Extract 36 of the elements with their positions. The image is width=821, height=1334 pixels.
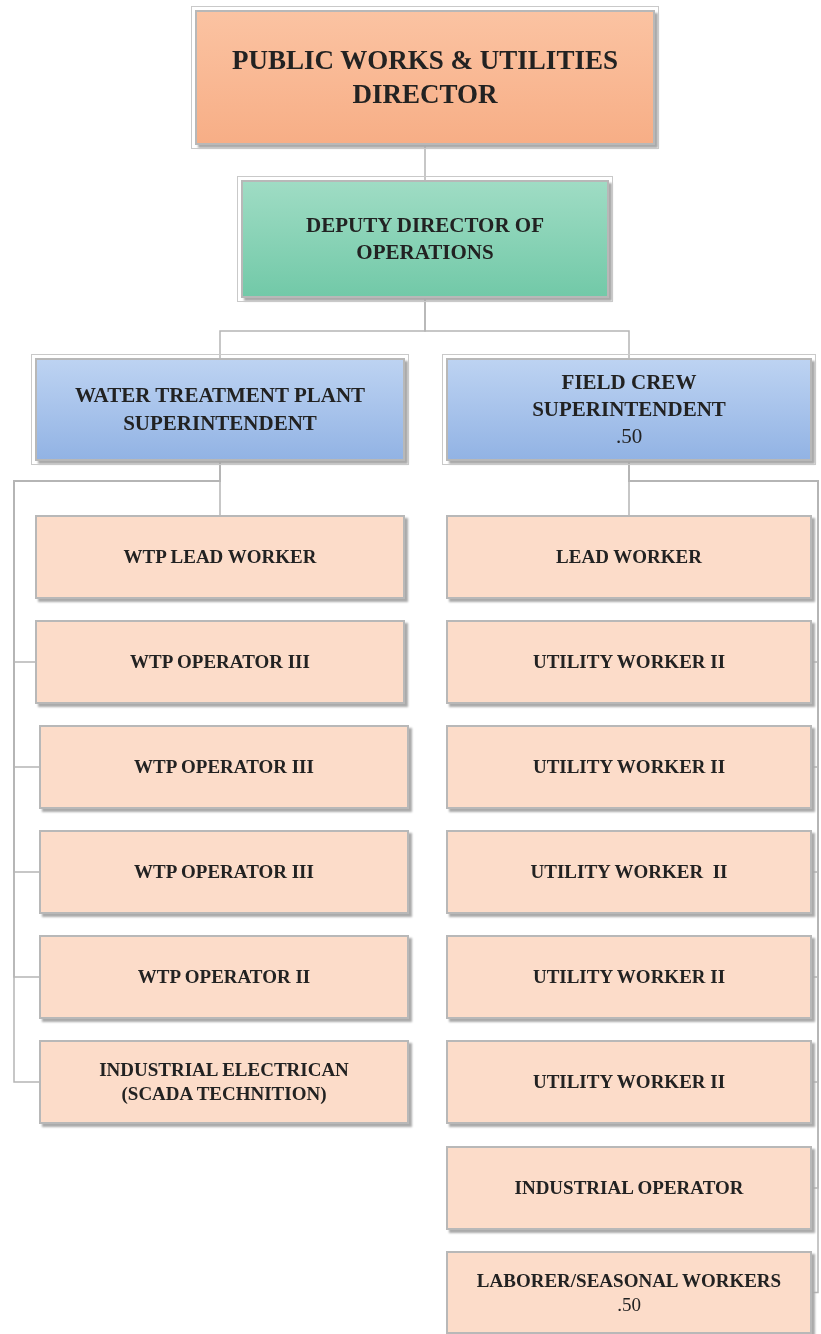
position-title: LEAD WORKER — [556, 545, 702, 569]
position-title: UTILITY WORKER II — [532, 755, 726, 779]
position-title: UTILITY WORKER II — [532, 1070, 726, 1094]
position-box — [39, 830, 409, 914]
position-title: WTP OPERATOR II — [137, 965, 311, 989]
position-title: DEPUTY DIRECTOR OF OPERATIONS — [305, 211, 545, 266]
position-title: UTILITY WORKER II — [532, 965, 726, 989]
position-title: UTILITY WORKER II — [530, 860, 728, 884]
connector-line — [424, 145, 426, 181]
connector-line — [424, 298, 630, 359]
position-box — [446, 515, 812, 599]
position-box — [39, 725, 409, 809]
position-title: FIELD CREW SUPERINTENDENT — [532, 368, 726, 423]
position-box — [35, 515, 405, 599]
position-title: WTP OPERATOR III — [134, 860, 314, 884]
position-title: LABORER/SEASONAL WORKERS — [476, 1268, 782, 1293]
position-fte: .50 — [617, 1292, 641, 1317]
position-title: INDUSTRIAL OPERATOR — [514, 1176, 744, 1200]
position-title: WTP OPERATOR III — [130, 650, 310, 674]
position-title: PUBLIC WORKS & UTILITIES DIRECTOR — [231, 43, 619, 111]
position-box — [35, 620, 405, 704]
position-box — [446, 830, 812, 914]
position-box — [39, 935, 409, 1019]
position-title: WTP OPERATOR III — [134, 755, 314, 779]
position-box — [446, 1251, 812, 1334]
position-title: UTILITY WORKER II — [532, 650, 726, 674]
position-fte: .50 — [615, 423, 643, 451]
position-title: WTP LEAD WORKER — [123, 545, 317, 569]
position-box — [446, 1040, 812, 1124]
position-title: INDUSTRIAL ELECTRICAN (SCADA TECHNITION) — [98, 1058, 350, 1106]
position-title: WATER TREATMENT PLANT SUPERINTENDENT — [73, 382, 367, 437]
position-box — [446, 725, 812, 809]
position-box — [39, 1040, 409, 1124]
position-box — [446, 935, 812, 1019]
position-box — [446, 620, 812, 704]
position-box — [446, 1146, 812, 1230]
